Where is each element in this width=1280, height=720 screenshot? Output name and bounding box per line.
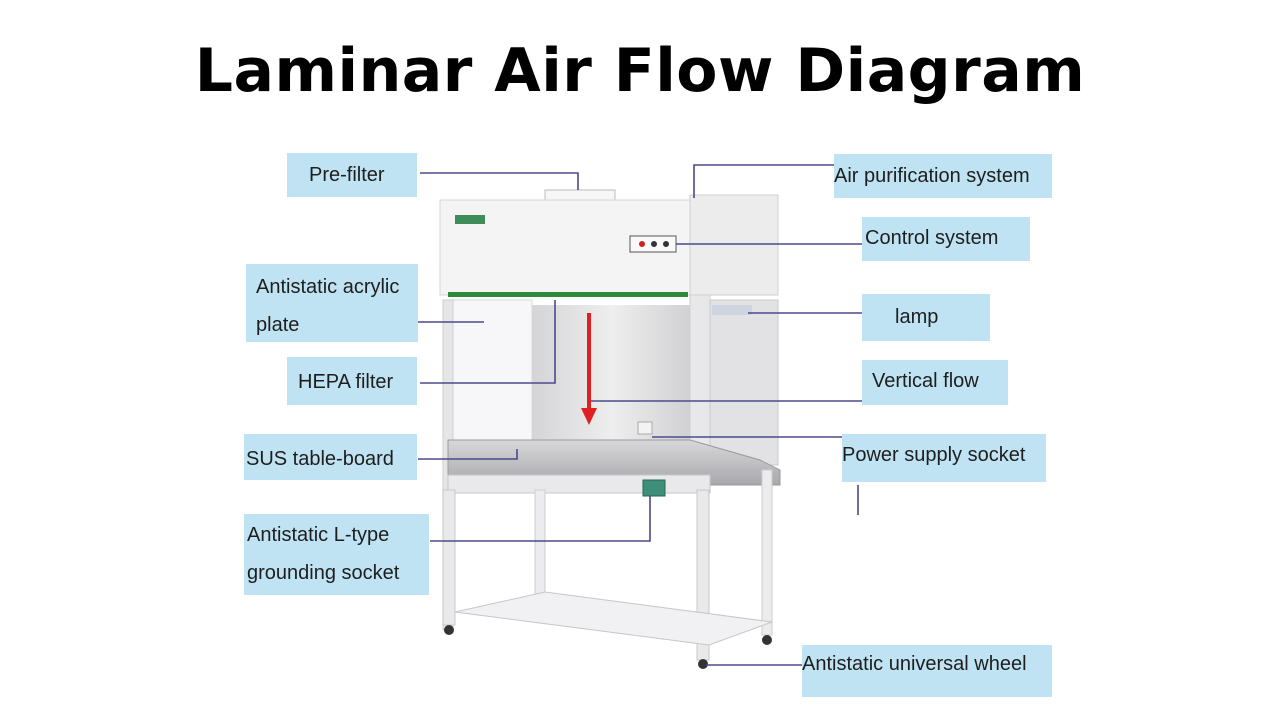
vertical-flow-arrow-head (581, 408, 597, 425)
label-antistatic-acrylic-plate: Antistatic acrylic plate (246, 264, 418, 342)
control-knob-1 (651, 241, 657, 247)
cabinet-side-panel (689, 194, 779, 296)
leg-left (442, 489, 456, 626)
label-sus-table-board: SUS table-board (244, 434, 417, 480)
label-acrylic-line2: plate (256, 314, 300, 336)
lamp-fixture (712, 305, 752, 315)
label-power-supply-socket: Power supply socket (842, 434, 1046, 482)
label-acrylic-line1: Antistatic acrylic (256, 276, 400, 298)
label-pre-filter: Pre-filter (287, 153, 417, 197)
label-vertical-flow: Vertical flow (862, 360, 1008, 405)
brand-logo (455, 215, 485, 224)
leg-back-left (534, 489, 546, 601)
leg-back-right (761, 469, 773, 636)
label-lamp: lamp (862, 294, 990, 341)
pre-filter-box (544, 189, 616, 201)
table-front (447, 474, 711, 494)
leader-hepa-filter (420, 300, 556, 384)
leader-air-purification (693, 164, 834, 198)
wheel-3 (762, 635, 772, 645)
label-hepa-filter: HEPA filter (287, 357, 417, 405)
label-control-system: Control system (862, 217, 1030, 261)
wheel-1 (444, 625, 454, 635)
page-title: Laminar Air Flow Diagram (194, 36, 1086, 106)
leader-grounding-socket (430, 496, 651, 542)
leader-lines (418, 164, 862, 666)
work-chamber (530, 305, 695, 445)
label-grounding-line1: Antistatic L-type (247, 524, 390, 546)
control-knob-2 (663, 241, 669, 247)
label-grounding-line2: grounding socket (247, 562, 400, 584)
label-antistatic-l-type-grounding-socket: Antistatic L-type grounding socket (244, 514, 429, 595)
grounding-socket (642, 479, 666, 497)
bottom-crossbar (454, 591, 773, 646)
control-knob-red (639, 241, 645, 247)
leader-pre-filter (420, 172, 579, 190)
right-side-window (709, 299, 779, 466)
green-strip (448, 292, 688, 297)
label-air-purification-system: Air purification system (834, 154, 1052, 198)
power-socket (637, 421, 653, 435)
leader-sus-table (418, 449, 518, 460)
label-antistatic-universal-wheel: Antistatic universal wheel (802, 645, 1052, 697)
wheel-2 (698, 659, 708, 669)
